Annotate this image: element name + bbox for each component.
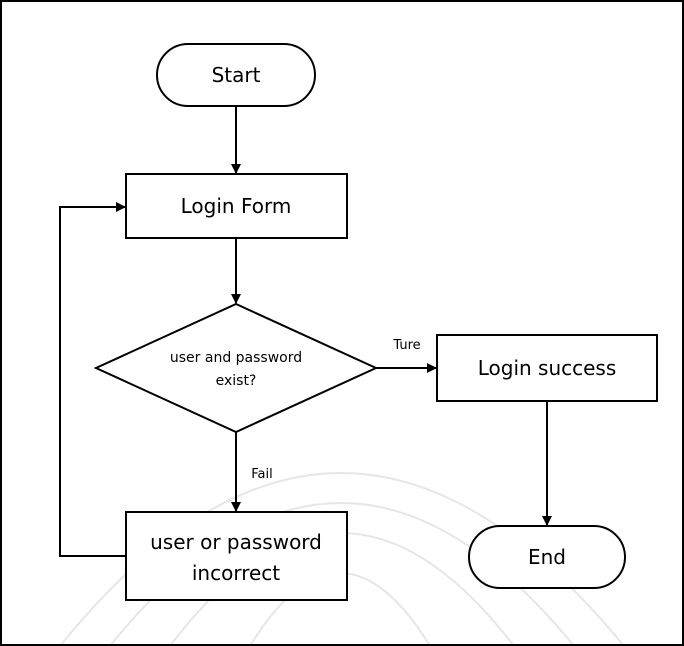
decision-node <box>93 302 379 434</box>
error-node <box>125 511 348 601</box>
error-label-line1: user or password <box>150 530 322 554</box>
error-label-line2: incorrect <box>192 561 280 585</box>
end-node <box>468 525 626 589</box>
decision-label-line1: user and password <box>170 350 302 366</box>
true-edge-label: Ture <box>392 338 420 353</box>
edge-error-to-login-loop <box>59 202 126 557</box>
fail-edge-label: Fail <box>251 467 272 482</box>
login-success-label: Login success <box>478 356 617 380</box>
start-label: Start <box>212 63 261 87</box>
end-label: End <box>528 545 566 569</box>
decision-label-line2: exist? <box>216 373 257 389</box>
login-success-node <box>436 334 658 402</box>
login-form-label: Login Form <box>181 194 292 218</box>
